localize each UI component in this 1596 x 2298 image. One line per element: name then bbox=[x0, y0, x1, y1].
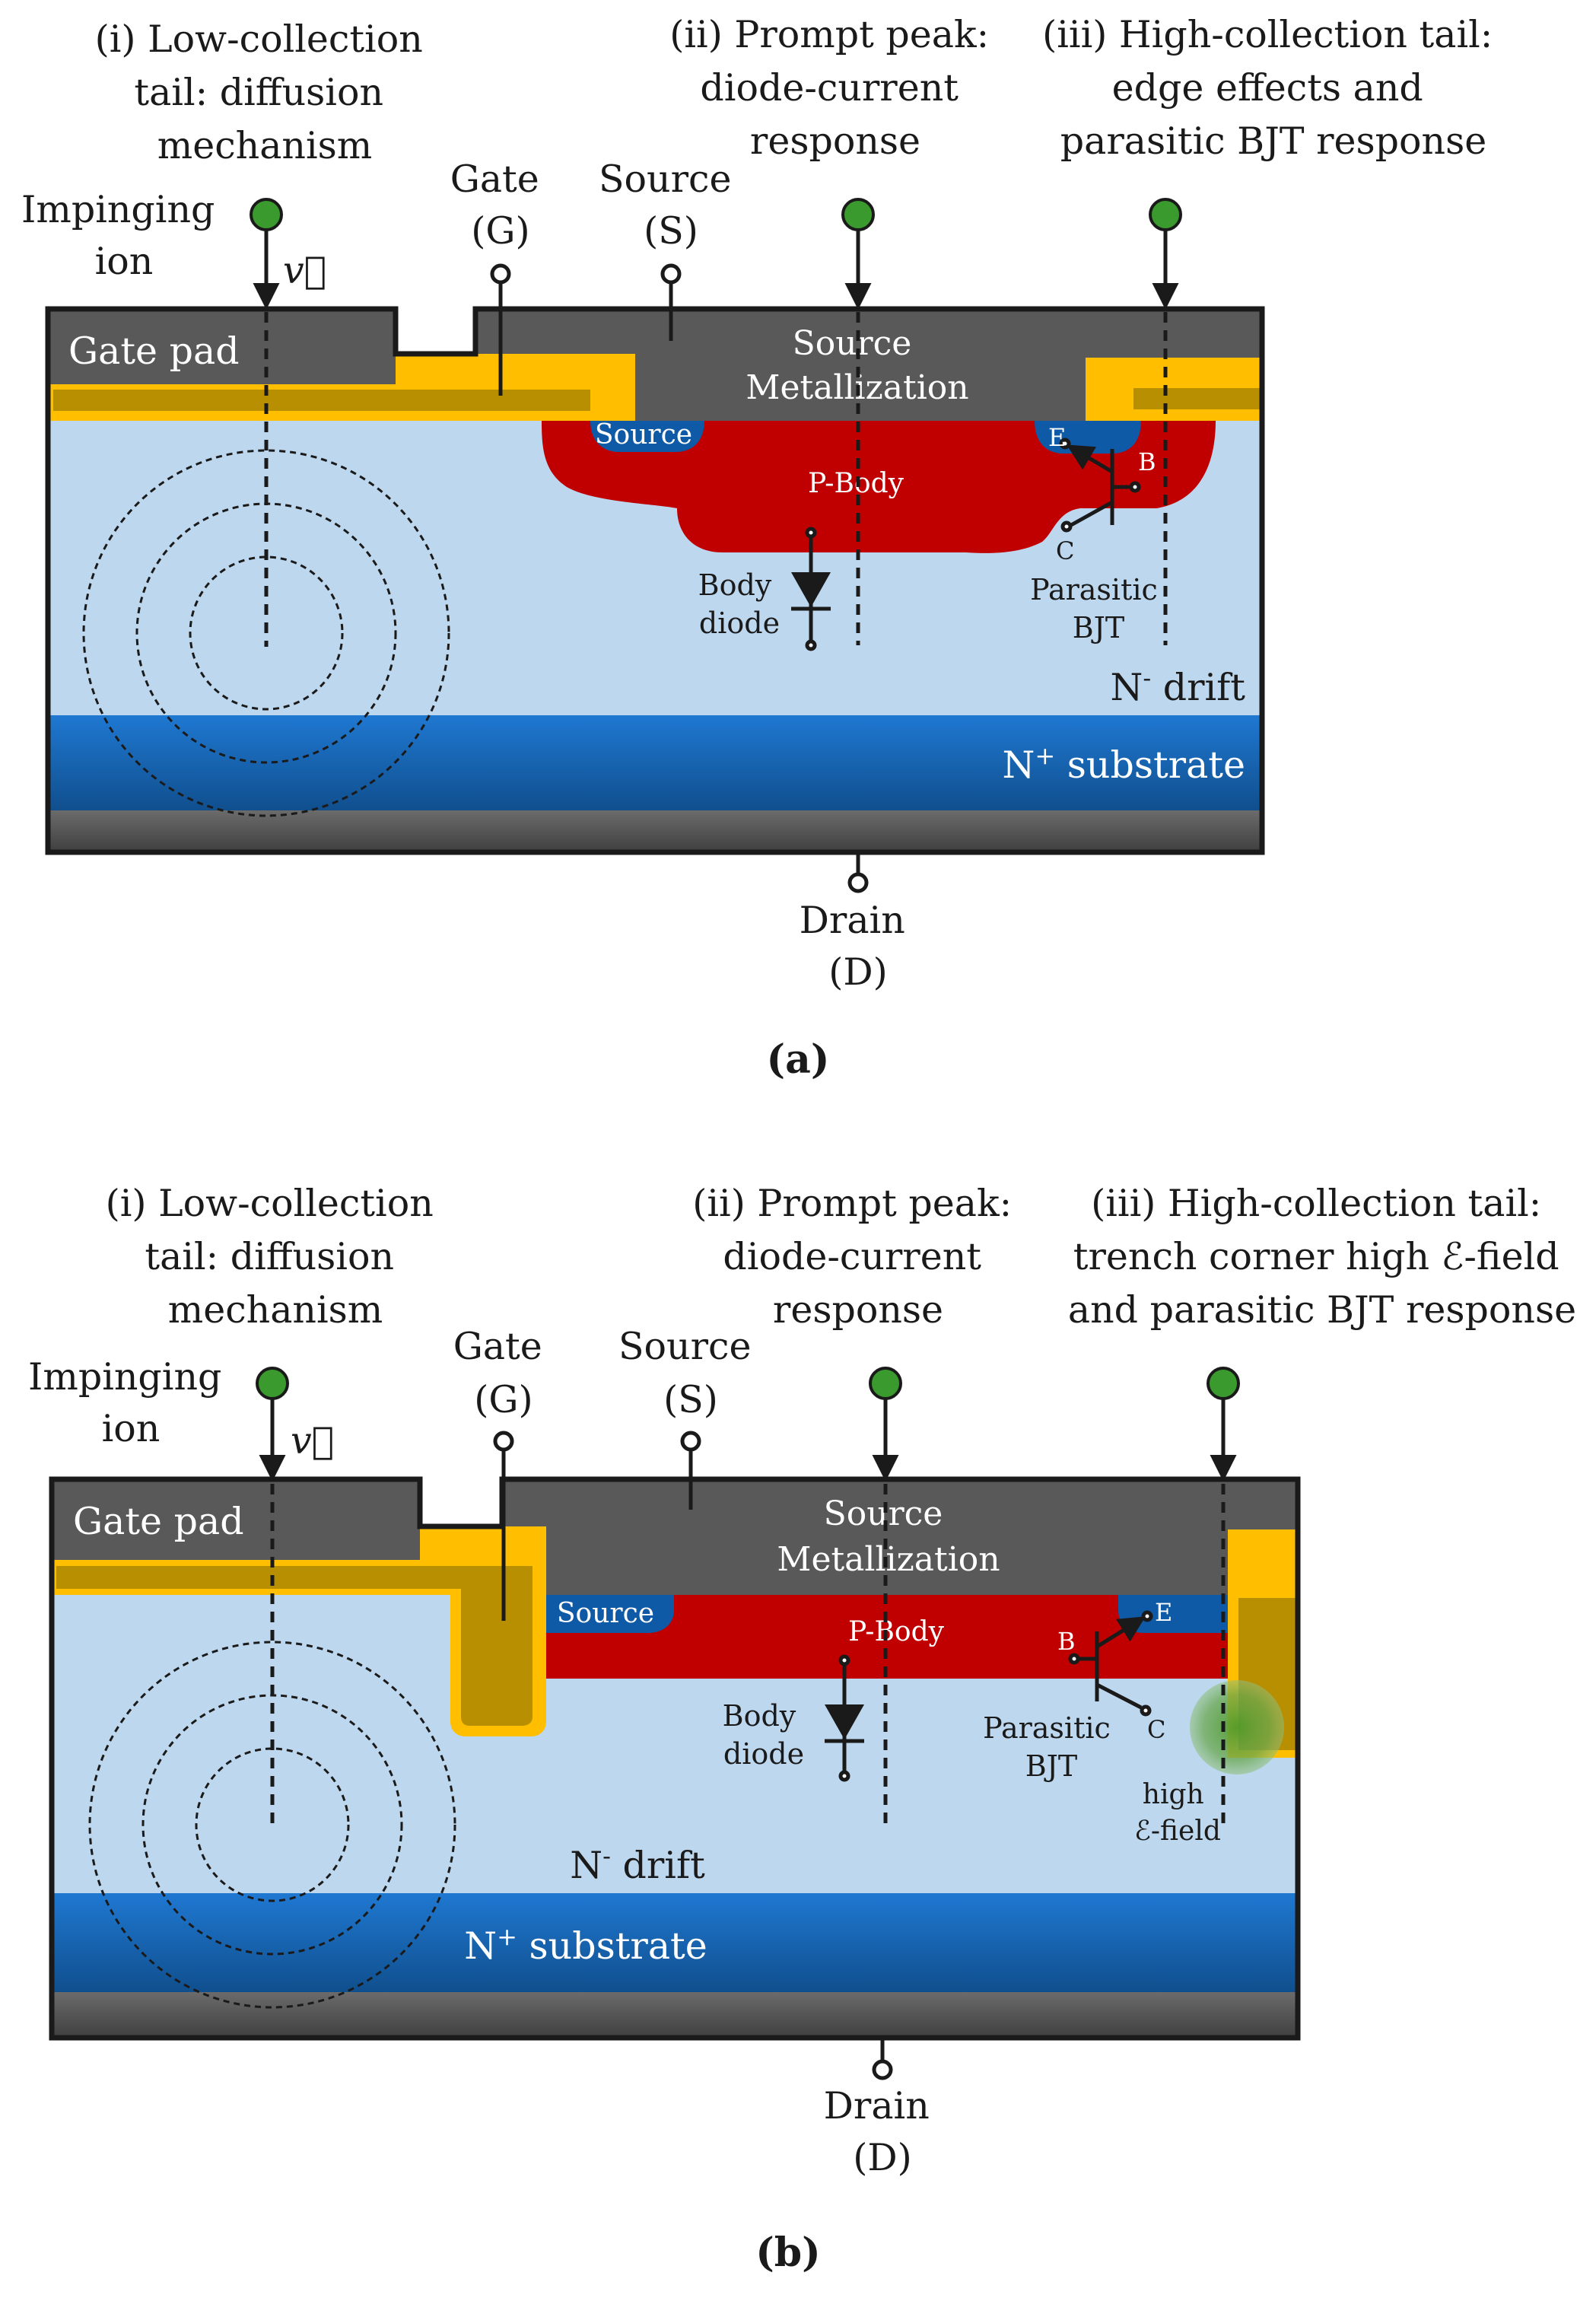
gate-poly-left bbox=[53, 390, 590, 411]
ion-tracks bbox=[259, 1397, 1237, 1825]
annotation-low-collection: (i) Low-collection tail: diffusion mecha… bbox=[106, 1182, 446, 1332]
panel-label-a: (a) bbox=[767, 1036, 830, 1083]
n-drift-label: N- drift bbox=[1110, 664, 1245, 709]
annotation-prompt-peak: (ii) Prompt peak: diode-current response bbox=[692, 1182, 1024, 1332]
annotation-high-collection: (iii) High-collection tail: edge effects… bbox=[1042, 13, 1505, 163]
bjt-collector-label: C bbox=[1056, 536, 1074, 565]
source-terminal-label: Source (S) bbox=[599, 158, 743, 253]
gate-pad-label: Gate pad bbox=[73, 1500, 244, 1543]
bjt-collector-label: C bbox=[1147, 1715, 1165, 1744]
source-terminal bbox=[660, 263, 682, 341]
ion-icon bbox=[1149, 198, 1182, 231]
ion-icon bbox=[1207, 1367, 1240, 1400]
gate-pad-metal bbox=[48, 309, 396, 384]
n-source-region-left bbox=[546, 1595, 674, 1633]
panel-a: (i) Low-collection tail: diffusion mecha… bbox=[21, 13, 1505, 1083]
source-terminal-label: Source (S) bbox=[618, 1325, 763, 1421]
velocity-label: v⃗ bbox=[291, 1419, 334, 1463]
velocity-label: v⃗ bbox=[283, 249, 326, 292]
drain-metal bbox=[48, 810, 1262, 852]
annotation-high-collection: (iii) High-collection tail: trench corne… bbox=[1068, 1182, 1576, 1332]
body-diode-symbol bbox=[791, 527, 831, 651]
drain-terminal-label: Drain (D) bbox=[800, 899, 917, 994]
panel-label-b: (b) bbox=[755, 2230, 821, 2276]
ion-icon bbox=[841, 198, 875, 231]
gate-pad-label: Gate pad bbox=[68, 329, 240, 373]
annotation-low-collection: (i) Low-collection tail: diffusion mecha… bbox=[95, 18, 435, 167]
n-source-label: Source bbox=[557, 1598, 654, 1629]
n-source-label: Source bbox=[595, 419, 692, 450]
drain-terminal-label: Drain (D) bbox=[824, 2084, 942, 2179]
n-source-region-left bbox=[590, 421, 704, 452]
parasitic-bjt-label: Parasitic BJT bbox=[1030, 573, 1167, 645]
gate-terminal bbox=[493, 1431, 514, 1621]
source-terminal bbox=[680, 1431, 701, 1510]
gate-oxide-step bbox=[396, 354, 635, 388]
p-body-label: P-Body bbox=[808, 468, 905, 499]
high-e-field-region bbox=[1190, 1680, 1284, 1774]
gate-terminal-label: Gate (G) bbox=[453, 1325, 555, 1421]
bjt-base-label: B bbox=[1057, 1627, 1076, 1656]
trench-gate-poly-left bbox=[56, 1566, 533, 1726]
gate-pad-metal bbox=[52, 1479, 420, 1560]
n-source-region-right bbox=[1118, 1595, 1228, 1633]
impinging-ion-label: Impinging ion bbox=[21, 188, 227, 283]
ion-icon bbox=[256, 1367, 289, 1400]
panel-b: (i) Low-collection tail: diffusion mecha… bbox=[28, 1182, 1576, 2276]
p-body-region bbox=[542, 421, 1216, 553]
body-diode-label: Body diode bbox=[723, 1699, 806, 1771]
device-outline bbox=[45, 306, 1265, 855]
high-e-field-label: high ℰ-field bbox=[1134, 1779, 1221, 1847]
ion-icon bbox=[869, 1367, 902, 1400]
bjt-emitter-label: E bbox=[1155, 1598, 1172, 1627]
n-plus-substrate-label: N+ substrate bbox=[464, 1922, 707, 1968]
drain-terminal bbox=[872, 2038, 893, 2080]
body-diode-symbol bbox=[825, 1654, 864, 1782]
drain-terminal bbox=[847, 852, 869, 893]
n-plus-substrate bbox=[52, 1893, 1298, 1992]
bjt-base-label: B bbox=[1138, 447, 1156, 476]
parasitic-bjt-symbol bbox=[1059, 438, 1141, 533]
n-drift-label: N- drift bbox=[570, 1841, 705, 1887]
gate-poly-right bbox=[1133, 388, 1262, 409]
n-plus-substrate bbox=[48, 715, 1262, 810]
source-metallization-label: Source Metallization bbox=[777, 1494, 1000, 1579]
p-body-label: P-Body bbox=[848, 1616, 945, 1647]
source-metallization bbox=[502, 1479, 1298, 1595]
gate-terminal bbox=[490, 263, 511, 396]
impinging-ion-label: Impinging ion bbox=[28, 1355, 234, 1450]
ion-tracks bbox=[253, 228, 1179, 647]
drain-metal bbox=[52, 1992, 1298, 2038]
parasitic-bjt-label: Parasitic BJT bbox=[983, 1711, 1120, 1783]
body-diode-label: Body diode bbox=[698, 568, 781, 640]
parasitic-bjt-symbol bbox=[1068, 1610, 1153, 1717]
gate-terminal-label: Gate (G) bbox=[450, 158, 552, 253]
bjt-emitter-label: E bbox=[1048, 423, 1066, 452]
ion-icon bbox=[250, 198, 283, 231]
gate-oxide-step bbox=[420, 1526, 546, 1563]
annotation-prompt-peak: (ii) Prompt peak: diode-current response bbox=[669, 13, 1001, 163]
n-plus-substrate-label: N+ substrate bbox=[1003, 741, 1246, 787]
